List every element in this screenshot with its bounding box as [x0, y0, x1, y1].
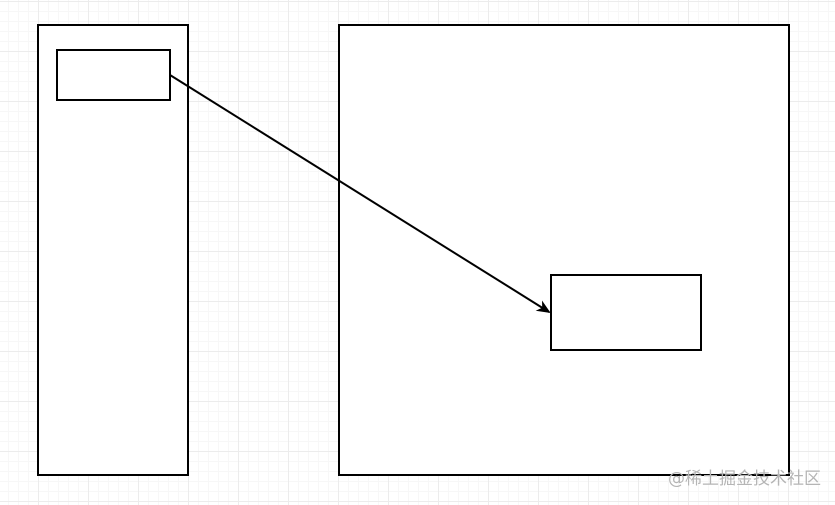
source-item-box[interactable] — [56, 49, 171, 101]
connection-arrow[interactable] — [169, 74, 551, 314]
watermark-text: @稀土掘金技术社区 — [668, 469, 821, 489]
right-container-box[interactable] — [338, 24, 790, 476]
target-item-box[interactable] — [550, 274, 702, 351]
